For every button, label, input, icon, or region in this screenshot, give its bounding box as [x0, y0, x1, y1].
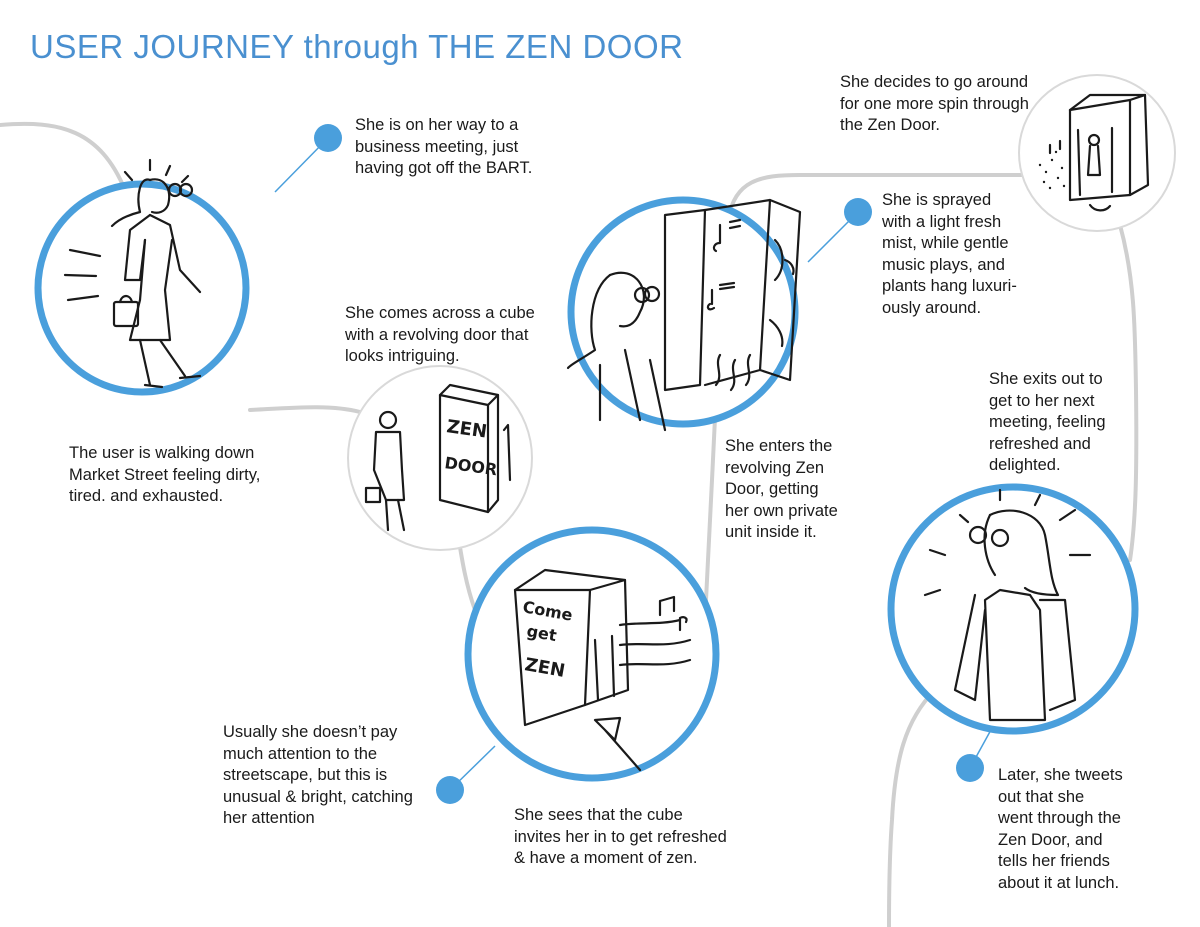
caption-line: She is sprayed: [882, 191, 992, 209]
caption-line: delighted.: [989, 456, 1061, 474]
caption-line: having got off the BART.: [355, 159, 533, 177]
caption-line: Later, she tweets: [998, 766, 1123, 784]
caption-line: music plays, and: [882, 255, 1005, 274]
caption-line: unit inside it.: [725, 523, 817, 541]
cube-get-text: get: [525, 621, 558, 645]
caption-line: streetscape, but this is: [223, 766, 388, 784]
caption-line: Door, getting: [725, 480, 819, 498]
caption-line: ously around.: [882, 298, 982, 317]
walking-woman-sketch: [63, 158, 202, 389]
caption-line: Market Street feeling dirty,: [69, 465, 261, 484]
circle-enter: [566, 196, 802, 432]
caption-line: Usually she doesn’t pay: [223, 723, 398, 741]
caption-line: her own private: [725, 501, 838, 520]
inside-door-sketch: [566, 198, 802, 432]
caption-line: with a revolving door that: [345, 325, 529, 344]
mist-dots: [1038, 150, 1066, 190]
caption-line: the Zen Door.: [840, 116, 940, 134]
caption-line: much attention to the: [223, 744, 378, 763]
caption-line: business meeting, just: [355, 137, 519, 156]
dot-attention: [436, 776, 464, 804]
caption-line: She enters the: [725, 437, 833, 455]
cube-sign-sketch: [364, 383, 512, 532]
circle-walking: [34, 158, 250, 396]
caption-line: her attention: [223, 809, 315, 827]
caption-line: She exits out to: [989, 370, 1103, 388]
caption-line: tells her friends: [998, 852, 1110, 870]
dot-sprayed: [844, 198, 872, 226]
caption-line: refreshed and: [989, 434, 1091, 453]
invite-cube-sketch: [513, 568, 692, 772]
caption-line: She comes across a cube: [345, 304, 535, 322]
caption-cube: She comes across a cube with a revolving …: [345, 303, 535, 368]
caption-line: with a light fresh: [882, 212, 1002, 231]
caption-attention: Usually she doesn’t pay much attention to…: [223, 722, 413, 830]
dot-on-way: [314, 124, 342, 152]
caption-line: mist, while gentle: [882, 234, 1009, 252]
caption-line: She decides to go around: [840, 73, 1029, 91]
caption-invite: She sees that the cube invites her in to …: [514, 805, 727, 870]
caption-sprayed: She is sprayed with a light fresh mist, wh…: [882, 190, 1017, 319]
caption-line: revolving Zen: [725, 458, 825, 477]
caption-line: The user is walking down: [69, 444, 255, 462]
circle-exit: [887, 483, 1139, 735]
caption-line: tired. and exhausted.: [69, 487, 224, 505]
spin-cube-sketch: [1048, 93, 1150, 212]
caption-line: about it at lunch.: [998, 873, 1120, 892]
caption-line: plants hang luxuri-: [882, 277, 1017, 295]
page-title: USER JOURNEY through THE ZEN DOOR: [30, 28, 684, 65]
caption-line: She is on her way to a: [355, 116, 519, 134]
caption-line: went through the: [998, 809, 1121, 827]
caption-line: invites her in to get refreshed: [514, 827, 727, 846]
caption-line: unusual & bright, catching: [223, 787, 413, 806]
circle-spin: [1018, 74, 1176, 232]
caption-line: She sees that the cube: [514, 806, 683, 824]
caption-line: & have a moment of zen.: [514, 849, 698, 867]
caption-line: out that she: [998, 787, 1085, 806]
delighted-woman-sketch: [923, 488, 1092, 722]
caption-line: meeting, feeling: [989, 413, 1106, 431]
caption-on-way: She is on her way to a business meeting, …: [355, 115, 532, 180]
caption-line: get to her next: [989, 391, 1095, 410]
circle-cube: ZEN DOOR: [347, 365, 533, 551]
dot-tweet: [956, 754, 984, 782]
caption-exit: She exits out to get to her next meeting, …: [989, 369, 1106, 477]
caption-spin: She decides to go around for one more spi…: [840, 72, 1029, 137]
caption-tweet: Later, she tweets out that she went throug…: [998, 765, 1123, 894]
caption-line: looks intriguing.: [345, 347, 460, 365]
circle-invite: Come get ZEN: [464, 526, 720, 782]
caption-line: Zen Door, and: [998, 830, 1103, 849]
caption-line: for one more spin through: [840, 94, 1029, 113]
